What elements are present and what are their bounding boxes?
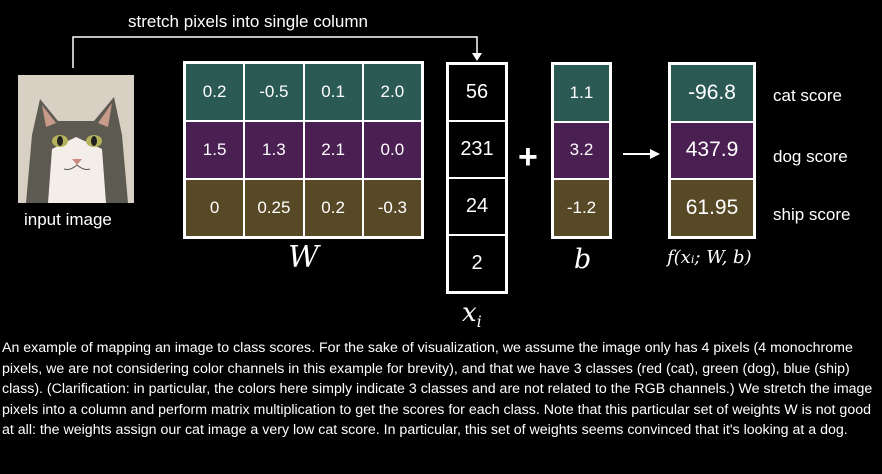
pixel-cell: 56 [448,64,506,121]
input-image-caption: input image [24,210,112,229]
score-cell: -96.8 [670,64,754,122]
pixel-cell: 2 [448,235,506,292]
plus-sign: + [518,138,538,176]
weight-matrix: 0.2 -0.5 0.1 2.0 1.5 1.3 2.1 0.0 0 0.25 … [183,61,424,239]
pixel-column: 56 231 24 2 [446,62,508,294]
score-column: -96.8 437.9 61.95 [668,62,756,239]
weight-cell: 2.0 [362,63,422,121]
weight-cell: 1.5 [185,121,245,179]
weight-cell: -0.5 [244,63,304,121]
weight-cell: -0.3 [362,179,422,237]
bias-cell: 3.2 [553,121,610,180]
weight-cell: 1.3 [244,121,304,179]
weight-cell: 0.2 [303,179,363,237]
score-function-label: f(xᵢ; W, b) [667,247,752,268]
weight-cell: 0.1 [303,63,363,121]
description-paragraph: An example of mapping an image to class … [2,340,873,438]
weight-cell: 0.0 [362,121,422,179]
weight-cell: 0 [185,179,245,237]
pixel-cell: 24 [448,178,506,235]
bias-cell: -1.2 [553,179,610,237]
bias-cell: 1.1 [553,64,610,122]
class-label-cat: cat score [773,86,842,105]
bias-label: b [574,244,592,275]
pixel-label: xi [462,298,482,332]
weight-cell: 0.25 [244,179,304,237]
score-cell: 61.95 [670,179,754,237]
right-arrow-icon [623,149,660,159]
connector-arrow [72,36,482,68]
cat-image [18,75,134,203]
bias-column: 1.1 3.2 -1.2 [551,62,612,239]
class-label-ship: ship score [773,205,851,224]
weight-label: W [288,240,319,275]
pixel-cell: 231 [448,121,506,178]
weight-cell: 2.1 [303,121,363,179]
class-label-dog: dog score [773,147,848,166]
cat-illustration [18,75,134,203]
score-cell: 437.9 [670,121,754,180]
diagram-title: stretch pixels into single column [128,12,369,31]
weight-cell: 0.2 [185,63,245,121]
